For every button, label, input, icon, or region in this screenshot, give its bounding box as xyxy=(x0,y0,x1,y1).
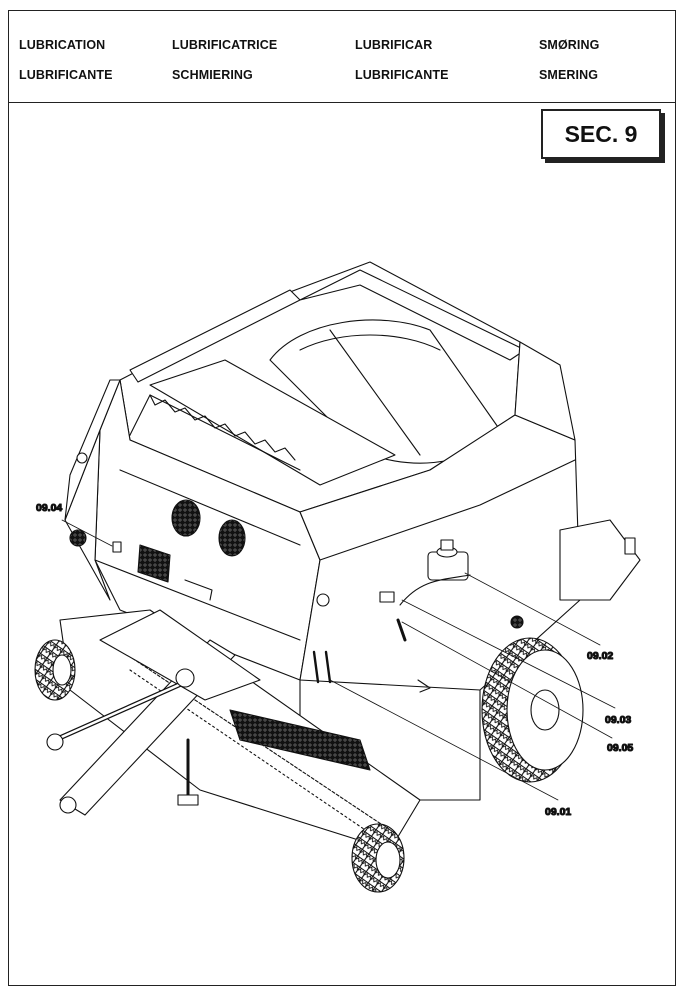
header-title-nl: SMERING xyxy=(539,68,599,82)
grease-nipple-0904 xyxy=(112,541,122,553)
leader-0904 xyxy=(61,519,113,547)
header-title-de: SCHMIERING xyxy=(172,68,253,82)
callout-0902: 09.02 xyxy=(587,650,613,662)
leader-0905 xyxy=(401,621,613,739)
leader-0902 xyxy=(464,572,601,646)
section-label: SEC. 9 xyxy=(541,109,661,159)
grease-nipple-0903 xyxy=(379,591,395,603)
rear-wheel xyxy=(481,637,584,783)
header-title-pt: LUBRIFICAR xyxy=(355,38,433,52)
bale-chamber-top xyxy=(119,261,526,513)
header-title-en: LUBRICATION xyxy=(19,38,106,52)
callout-0905: 09.05 xyxy=(607,742,633,754)
section-badge: SEC. 9 xyxy=(541,109,665,163)
callout-leaders xyxy=(61,519,616,801)
callout-0904: 09.04 xyxy=(36,502,62,514)
leader-0901 xyxy=(329,679,559,801)
leader-0903 xyxy=(401,599,616,709)
callout-0901: 09.01 xyxy=(545,806,571,818)
callout-0903: 09.03 xyxy=(605,714,631,726)
page-frame: LUBRICATION LUBRIFICATRICE LUBRIFICAR SM… xyxy=(8,10,676,986)
header-title-fr: LUBRIFICANTE xyxy=(355,68,449,82)
header-title-no: SMØRING xyxy=(539,38,600,52)
baler-front-body xyxy=(64,379,321,681)
header-title-it: LUBRIFICATRICE xyxy=(172,38,278,52)
header: LUBRICATION LUBRIFICATRICE LUBRIFICAR SM… xyxy=(9,11,675,103)
header-title-es: LUBRIFICANTE xyxy=(19,68,113,82)
baler-side-body xyxy=(299,341,641,801)
pickup-and-drawbar xyxy=(34,609,421,893)
